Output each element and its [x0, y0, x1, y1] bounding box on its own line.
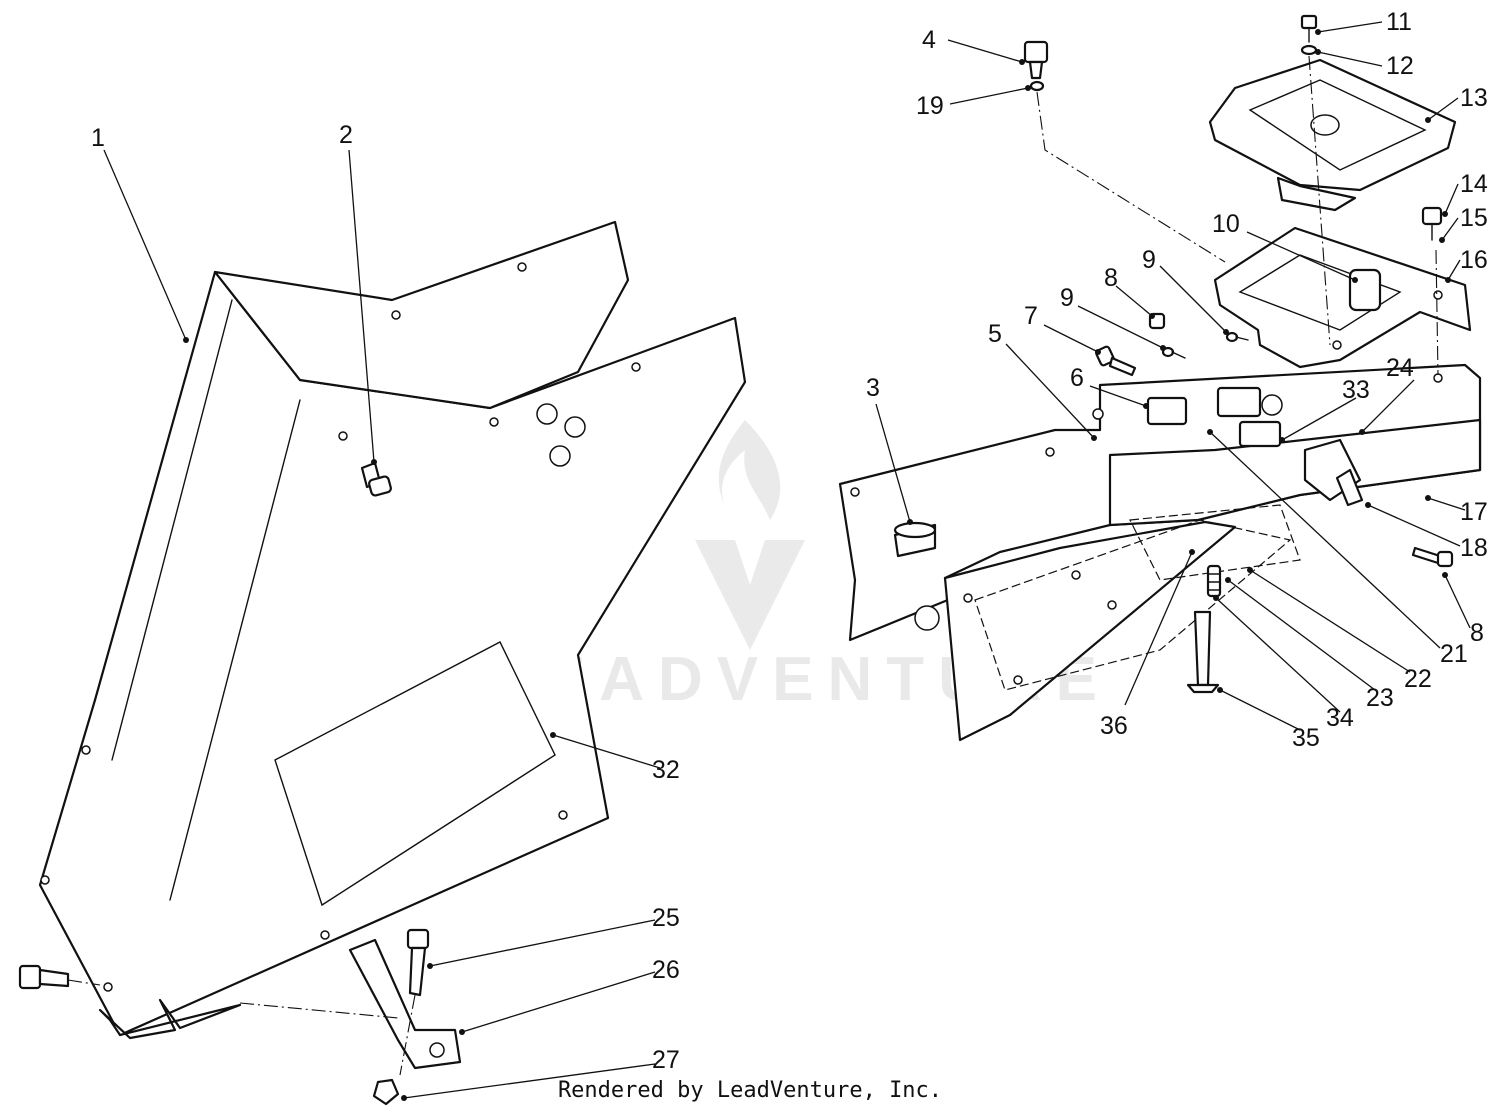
callout-9-second: 9: [1060, 284, 1074, 312]
callout-15: 15: [1460, 204, 1488, 232]
callout-5: 5: [988, 320, 1002, 348]
nut-27: [372, 1078, 400, 1106]
callout-16: 16: [1460, 246, 1488, 274]
callout-26: 26: [652, 956, 680, 984]
callout-18: 18: [1460, 534, 1488, 562]
bolt-18: [1411, 546, 1454, 568]
callout-23: 23: [1366, 684, 1394, 712]
decal-outline: [274, 641, 556, 907]
callout-17: 17: [1460, 498, 1488, 526]
callout-34: 34: [1326, 704, 1354, 732]
callout-35: 35: [1292, 724, 1320, 752]
callout-9: 9: [1142, 246, 1156, 274]
callout-3: 3: [866, 374, 880, 402]
carriage-bolt-35: [1186, 610, 1220, 694]
callout-8: 8: [1104, 264, 1118, 292]
callout-6: 6: [1070, 364, 1084, 392]
bolt-25: [399, 928, 430, 1076]
callout-19: 19: [916, 92, 944, 120]
side-panel: [38, 220, 747, 1040]
callout-22: 22: [1404, 665, 1432, 693]
callout-33: 33: [1342, 376, 1370, 404]
callout-10: 10: [1212, 210, 1240, 238]
callout-11: 11: [1386, 8, 1412, 36]
leadventure-watermark-logo: [695, 420, 805, 650]
callout-36: 36: [1100, 712, 1128, 740]
dash-panel-assembly: [838, 226, 1482, 742]
bracket-26: [239, 938, 462, 1070]
bolt-11: [1300, 14, 1318, 43]
callout-numbers: 1 2 3 4 5 6 7 8 8 9 9 10 11 12 13 14 15 …: [91, 8, 1488, 1074]
callout-21: 21: [1440, 640, 1468, 668]
screw-9: [1161, 346, 1186, 359]
bolt-4: [1023, 40, 1049, 80]
render-credit: Rendered by LeadVenture, Inc.: [557, 1078, 943, 1103]
callout-8-lower: 8: [1470, 619, 1484, 647]
screw-9-second: [1225, 331, 1249, 343]
bolt-14: [1421, 206, 1443, 376]
callout-4: 4: [922, 26, 936, 54]
callout-32: 32: [652, 756, 680, 784]
bolt-7: [1095, 345, 1137, 377]
spring-34: [1206, 564, 1222, 598]
plug-3: [893, 521, 937, 558]
seat-pan-13: [1208, 58, 1457, 212]
callout-1: 1: [91, 124, 105, 152]
callout-27: 27: [652, 1046, 680, 1074]
spring-pin: [1335, 468, 1364, 507]
callout-25: 25: [652, 904, 680, 932]
leader-lines: [103, 21, 1471, 1101]
bolt-left-bottom: [18, 964, 101, 990]
callout-2: 2: [339, 121, 353, 149]
washer-19: [1029, 80, 1226, 263]
callout-24: 24: [1386, 354, 1414, 382]
bolt-2: [360, 461, 392, 497]
callout-12: 12: [1386, 52, 1414, 80]
callout-7: 7: [1024, 302, 1038, 330]
callout-14: 14: [1460, 170, 1488, 198]
callout-13: 13: [1460, 84, 1488, 112]
